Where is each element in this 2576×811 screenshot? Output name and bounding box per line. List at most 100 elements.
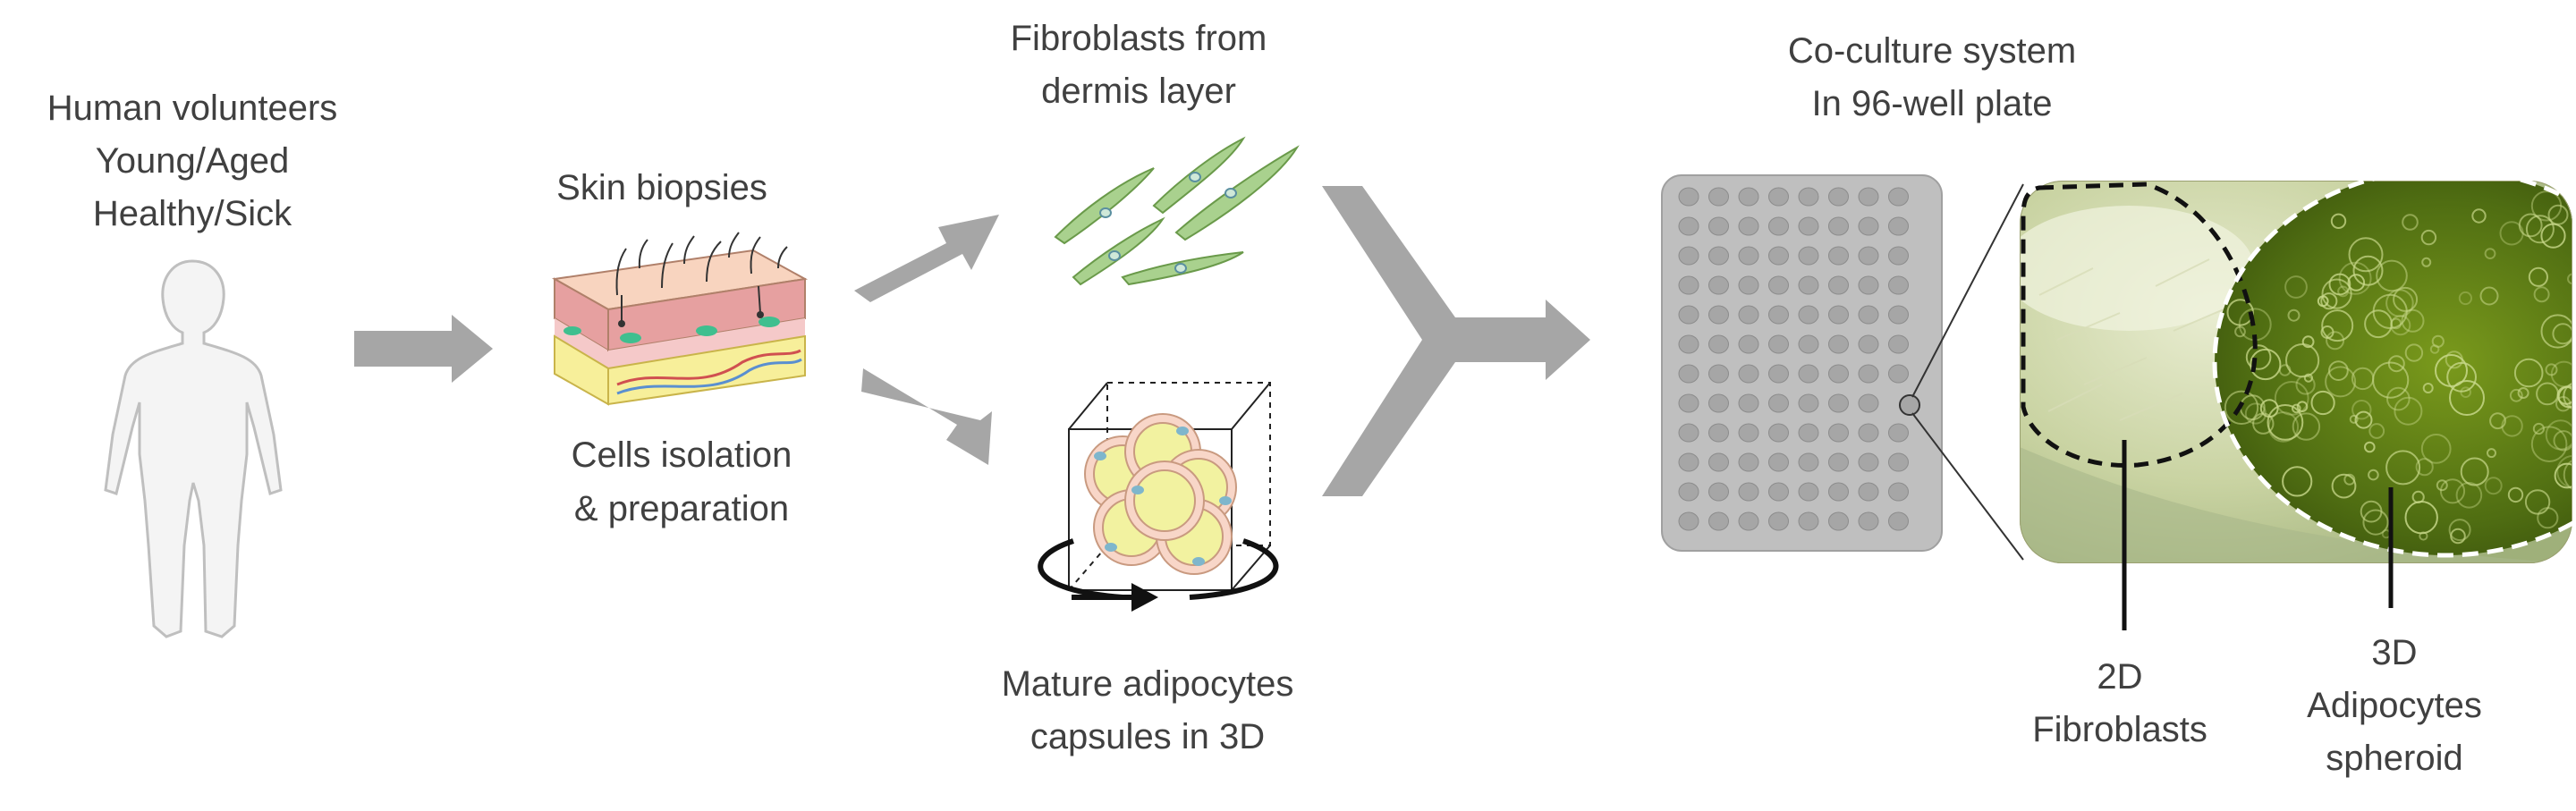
- lipid-droplet: [2530, 426, 2568, 463]
- well: [1858, 452, 1879, 472]
- well: [1708, 423, 1729, 443]
- lipid-droplet: [2431, 334, 2445, 348]
- well: [1678, 246, 1699, 266]
- well: [1738, 246, 1759, 266]
- lipid-droplet: [2295, 375, 2316, 395]
- lipid-droplet: [2267, 404, 2304, 441]
- well: [1708, 305, 1729, 325]
- well: [1828, 246, 1849, 266]
- lipid-droplet: [2234, 325, 2246, 338]
- lipid-droplet: [2563, 457, 2572, 493]
- well: [1768, 452, 1789, 472]
- well: [1858, 216, 1879, 236]
- arrow-to-fibroblasts: [854, 215, 999, 302]
- lipid-droplet: [2330, 213, 2347, 230]
- lipid-droplet: [2547, 204, 2569, 225]
- lipid-droplet: [2517, 387, 2529, 399]
- lipid-droplet: [2285, 343, 2320, 378]
- well: [1738, 393, 1759, 413]
- well: [1678, 187, 1699, 207]
- well: [1738, 305, 1759, 325]
- lipid-droplet: [2507, 486, 2524, 503]
- arrow-merge: [1322, 186, 1590, 496]
- well: [1828, 187, 1849, 207]
- lipid-droplet: [2567, 273, 2572, 285]
- lipid-droplet: [2320, 292, 2338, 310]
- lipid-droplet: [2321, 278, 2352, 309]
- lipid-droplet: [2422, 383, 2434, 393]
- well: [1678, 511, 1699, 531]
- lipid-droplet: [2402, 214, 2419, 231]
- adipocyte-capsule-icon: [1038, 382, 1279, 612]
- well-plate-icon: [1661, 174, 1943, 552]
- well: [1828, 423, 1849, 443]
- fibroblasts-line1: Fibroblasts from: [1011, 19, 1267, 58]
- well: [1768, 334, 1789, 354]
- well: [1738, 452, 1759, 472]
- lipid-droplet: [2292, 403, 2301, 414]
- lipid-droplet: [2349, 414, 2359, 424]
- well: [1678, 216, 1699, 236]
- lipid-droplet: [2352, 255, 2384, 286]
- lipid-droplet: [2449, 380, 2485, 416]
- lipid-droplet: [2445, 351, 2463, 369]
- lipid-droplet: [2499, 221, 2524, 246]
- lipid-droplet: [2348, 237, 2384, 273]
- fibroblast-region-outline: [2021, 182, 2258, 468]
- lipid-droplet: [2328, 273, 2351, 296]
- lipid-droplet: [2347, 274, 2366, 291]
- well: [1858, 334, 1879, 354]
- arrow-to-biopsy: [354, 315, 493, 383]
- lipid-droplet: [2556, 454, 2572, 489]
- well: [1738, 334, 1759, 354]
- well: [1798, 423, 1819, 443]
- lipid-droplet: [2387, 355, 2405, 373]
- lipid-droplet: [2460, 386, 2471, 399]
- lipid-droplet: [2245, 344, 2272, 370]
- coculture-line2: In 96-well plate: [1811, 84, 2052, 123]
- well: [1888, 216, 1909, 236]
- lipid-droplet: [2376, 259, 2408, 292]
- lipid-droplet: [2419, 531, 2428, 541]
- lipid-droplet: [2563, 382, 2572, 410]
- lipid-droplet: [2518, 213, 2543, 238]
- lipid-droplet: [2489, 412, 2506, 430]
- well: [1708, 393, 1729, 413]
- lipid-droplet: [2509, 388, 2523, 402]
- lipid-droplet: [2545, 419, 2572, 451]
- microscope-image: [2020, 181, 2576, 563]
- lipid-droplet: [2368, 469, 2379, 481]
- well: [1768, 393, 1789, 413]
- lipid-droplet: [2484, 477, 2503, 495]
- well: [1738, 364, 1759, 384]
- arrow-to-adipocytes: [861, 368, 992, 465]
- well: [1708, 364, 1729, 384]
- well: [1888, 246, 1909, 266]
- lipid-droplet: [2450, 528, 2466, 545]
- lipid-droplet: [2284, 275, 2308, 299]
- lipid-droplet: [2545, 363, 2558, 376]
- well: [1798, 246, 1819, 266]
- biopsies-line1: Cells isolation: [572, 435, 792, 475]
- lipid-droplet: [2393, 286, 2419, 312]
- lipid-droplet: [2331, 473, 2357, 499]
- lipid-droplet: [2552, 323, 2572, 345]
- well: [1738, 216, 1759, 236]
- well: [1708, 216, 1729, 236]
- well: [1858, 423, 1879, 443]
- lipid-droplet: [2513, 358, 2544, 388]
- lipid-droplet: [2401, 308, 2425, 333]
- well: [1828, 305, 1849, 325]
- lipid-droplet: [2321, 309, 2354, 342]
- lipid-droplet: [2420, 434, 2452, 464]
- well: [1828, 364, 1849, 384]
- well: [1888, 452, 1909, 472]
- well: [1768, 364, 1789, 384]
- lipid-droplet: [2421, 257, 2432, 267]
- well: [1888, 275, 1909, 295]
- micro-3d-line3: spheroid: [2326, 739, 2462, 778]
- well: [1798, 482, 1819, 502]
- lipid-droplet: [2572, 260, 2576, 277]
- lipid-droplet: [2354, 410, 2373, 429]
